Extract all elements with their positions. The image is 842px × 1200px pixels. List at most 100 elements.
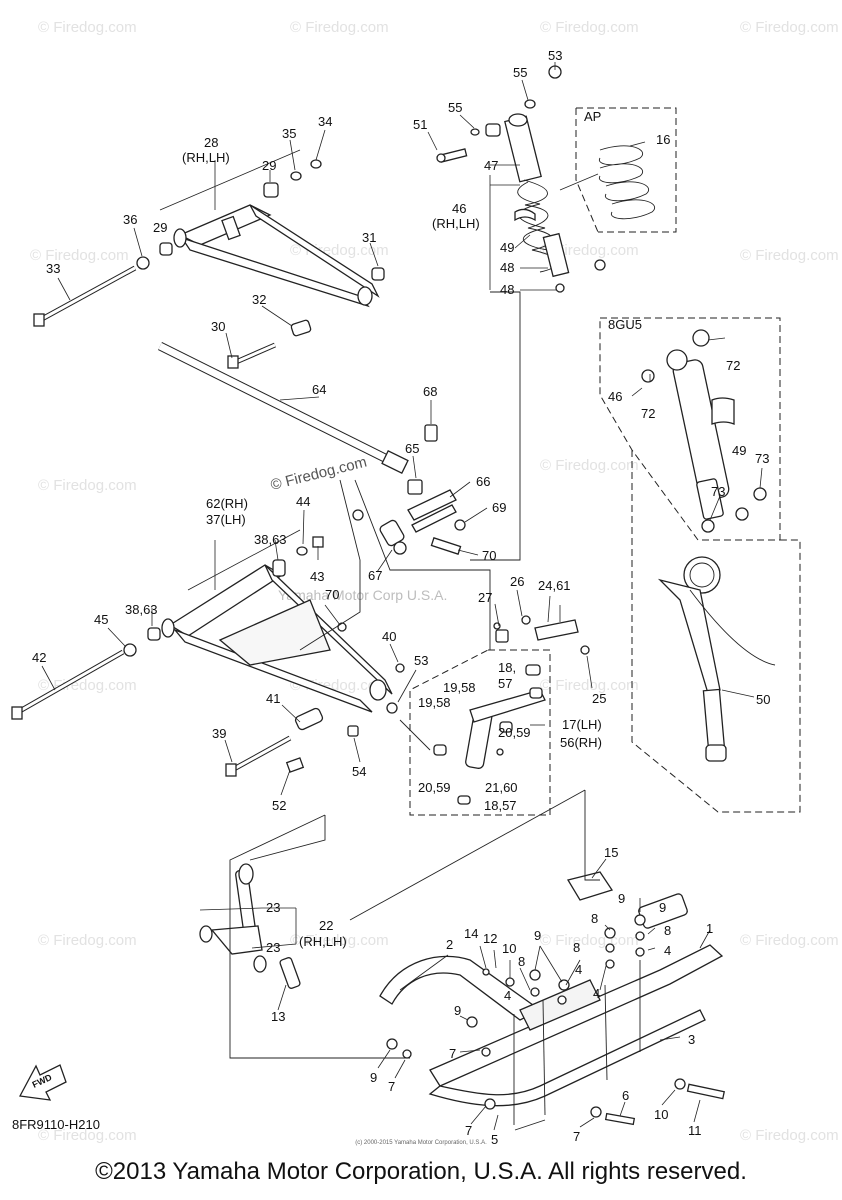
callout: 45 [94, 612, 108, 627]
watermark-text: © Firedog.com [540, 677, 639, 694]
copyright-footer: ©2013 Yamaha Motor Corporation, U.S.A. A… [95, 1158, 747, 1185]
callout: 38,63 [125, 602, 158, 617]
box-label-8gu5: 8GU5 [608, 317, 642, 332]
callout: 48 [500, 260, 514, 275]
callout: 42 [32, 650, 46, 665]
watermark-text: © Firedog.com [38, 1127, 137, 1144]
callout: 34 [318, 114, 332, 129]
callout: 57 [498, 676, 512, 691]
watermark-text: © Firedog.com [740, 1127, 839, 1144]
callout: 3 [688, 1032, 695, 1047]
callout: 54 [352, 764, 366, 779]
callout: 73 [755, 451, 769, 466]
callout: 7 [449, 1046, 456, 1061]
callout: 5 [491, 1132, 498, 1147]
callout: 39 [212, 726, 226, 741]
callout: 9 [618, 891, 625, 906]
callout: 9 [534, 928, 541, 943]
callout: 66 [476, 474, 490, 489]
callout: 8 [591, 911, 598, 926]
watermark-text: © Firedog.com [38, 932, 137, 949]
callout: 4 [575, 962, 582, 977]
callout: 29 [153, 220, 167, 235]
callout: 28 [204, 135, 218, 150]
callout: 67 [368, 568, 382, 583]
callout: 49 [732, 443, 746, 458]
callout: 2 [446, 937, 453, 952]
lower-arm-assembly [11, 536, 405, 777]
watermark-text: © Firedog.com [30, 247, 129, 264]
callout: 6 [622, 1088, 629, 1103]
8gu5-shock-box: 8GU5 [599, 317, 781, 541]
callout: 20,59 [418, 780, 451, 795]
callout: 1 [706, 921, 713, 936]
callout: 8 [664, 923, 671, 938]
watermark-text: © Firedog.com [740, 247, 839, 264]
callout: 53 [548, 48, 562, 63]
callout: 23 [266, 940, 280, 955]
pivot-bracket-assembly [199, 863, 301, 989]
callout: 49 [500, 240, 514, 255]
connector-lines [229, 291, 600, 1059]
callout: 31 [362, 230, 376, 245]
callout: 73 [711, 484, 725, 499]
watermark-text: © Firedog.com [38, 477, 137, 494]
pressure-gauge-tool [631, 450, 801, 813]
callout: 35 [282, 126, 296, 141]
callout: 12 [483, 931, 497, 946]
callout: 41 [266, 691, 280, 706]
callout: 30 [211, 319, 225, 334]
diagram-code: 8FR9110-H210 [12, 1117, 100, 1132]
callout: 14 [464, 926, 478, 941]
callout: 46 [608, 389, 622, 404]
leader-lines [41, 62, 763, 1131]
callout: 68 [423, 384, 437, 399]
callout: 19,58 [418, 695, 451, 710]
small-copyright: (c) 2000-2015 Yamaha Motor Corporation, … [355, 1140, 487, 1146]
watermark-text: © Firedog.com [38, 677, 137, 694]
watermark-text: © Firedog.com [540, 457, 639, 474]
callout: 4 [593, 986, 600, 1001]
callout: 70 [482, 548, 496, 563]
callout: 8 [573, 940, 580, 955]
box-label-ap: AP [584, 109, 601, 124]
callout: 40 [382, 629, 396, 644]
callout: 18,57 [484, 798, 517, 813]
callout: 43 [310, 569, 324, 584]
callout: 36 [123, 212, 137, 227]
watermark-text: © Firedog.com [38, 19, 137, 36]
callout: (RH,LH) [299, 934, 347, 949]
callout: 65 [405, 441, 419, 456]
callout: 56(RH) [560, 735, 602, 750]
callout: 7 [465, 1123, 472, 1138]
ski-assembly [379, 871, 726, 1131]
callout: 32 [252, 292, 266, 307]
watermark-text: © Firedog.com [269, 454, 369, 494]
callout: 7 [388, 1079, 395, 1094]
callout: 13 [271, 1009, 285, 1024]
callout: 19,58 [443, 680, 476, 695]
callout: 10 [502, 941, 516, 956]
pivot-assembly-box [409, 615, 590, 816]
callout: 55 [448, 100, 462, 115]
callout: 53 [414, 653, 428, 668]
callout: 62(RH) [206, 496, 248, 511]
callout: 16 [656, 132, 670, 147]
callout: 9 [370, 1070, 377, 1085]
watermark-text: © Firedog.com [740, 19, 839, 36]
callout: 9 [454, 1003, 461, 1018]
callout: 51 [413, 117, 427, 132]
watermark-text: © Firedog.com [540, 932, 639, 949]
fwd-arrow-icon: FWD [18, 1064, 67, 1101]
callout: 20,59 [498, 725, 531, 740]
callout: 23 [266, 900, 280, 915]
callout: 50 [756, 692, 770, 707]
callout: 55 [513, 65, 527, 80]
watermark-inline: Yamaha Motor Corp U.S.A. [278, 587, 447, 603]
callout: 29 [262, 158, 276, 173]
callout: 70 [325, 587, 339, 602]
callout: 38,63 [254, 532, 287, 547]
callout: 37(LH) [206, 512, 246, 527]
callout: 8 [518, 954, 525, 969]
